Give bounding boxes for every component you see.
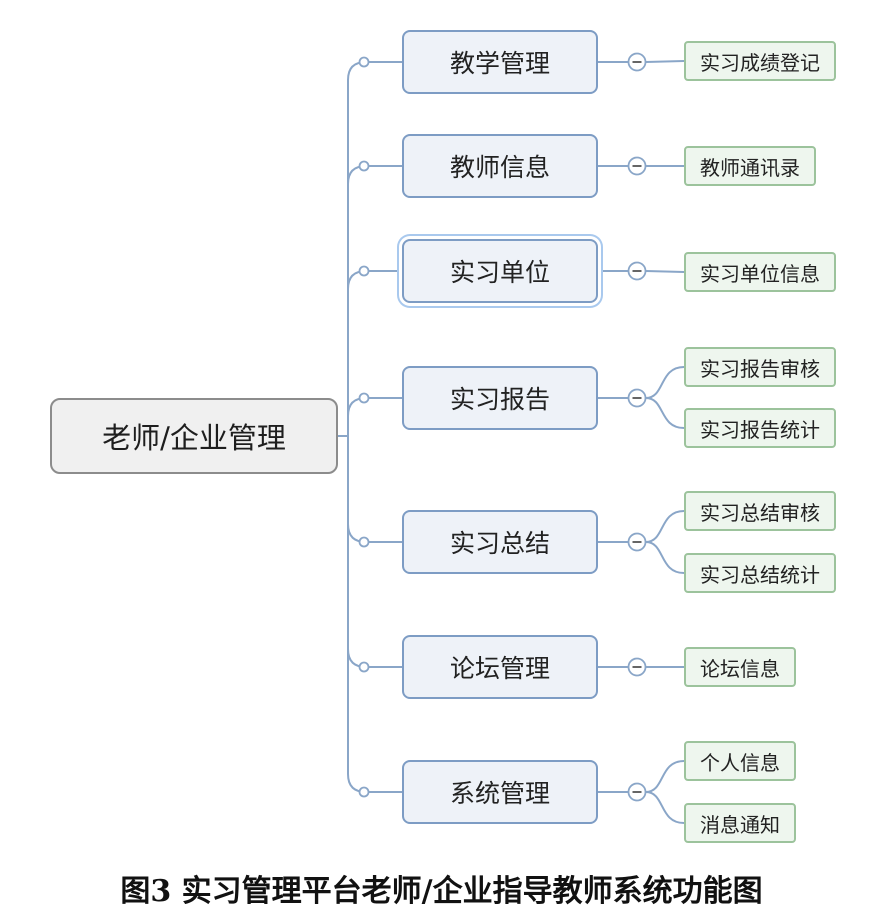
leaf-node[interactable]: 实习成绩登记: [684, 41, 836, 81]
branch-node-teacher-info[interactable]: 教师信息: [402, 134, 598, 198]
branch-connector-line: [347, 61, 402, 436]
branch-connector-line: [347, 270, 402, 436]
branch-node-internship-report[interactable]: 实习报告: [402, 366, 598, 430]
leaf-node[interactable]: 实习报告审核: [684, 347, 836, 387]
connector-dot-icon: [358, 661, 370, 673]
connector-dot-icon: [358, 56, 370, 68]
leaf-node[interactable]: 教师通讯录: [684, 146, 816, 186]
root-node[interactable]: 老师/企业管理: [50, 398, 338, 474]
connector-dot-icon: [358, 265, 370, 277]
child-connector-line: [645, 791, 685, 824]
child-connector-line: [645, 760, 685, 793]
connector-dot-icon: [358, 786, 370, 798]
branch-connector-line: [347, 436, 402, 668]
branch-node-internship-company[interactable]: 实习单位: [402, 239, 598, 303]
connector-dot-icon: [358, 392, 370, 404]
branch-connector-line: [347, 165, 402, 436]
child-connector-line: [645, 60, 685, 63]
leaf-node[interactable]: 消息通知: [684, 803, 796, 843]
leaf-node[interactable]: 论坛信息: [684, 647, 796, 687]
branch-node-internship-summary[interactable]: 实习总结: [402, 510, 598, 574]
branch-connector-line: [347, 436, 402, 543]
leaf-node[interactable]: 实习总结统计: [684, 553, 836, 593]
leaf-node[interactable]: 个人信息: [684, 741, 796, 781]
connector-dot-icon: [358, 160, 370, 172]
branch-connector-line: [347, 436, 402, 793]
branch-node-forum-management[interactable]: 论坛管理: [402, 635, 598, 699]
branch-node-teaching-management[interactable]: 教学管理: [402, 30, 598, 94]
leaf-node[interactable]: 实习总结审核: [684, 491, 836, 531]
child-connector-line: [645, 270, 685, 273]
figure-caption: 图3 实习管理平台老师/企业指导教师系统功能图: [120, 874, 763, 909]
child-connector-line: [645, 541, 685, 574]
leaf-node[interactable]: 实习报告统计: [684, 408, 836, 448]
leaf-node[interactable]: 实习单位信息: [684, 252, 836, 292]
child-connector-line: [645, 510, 685, 543]
child-connector-line: [645, 397, 685, 429]
child-connector-line: [645, 366, 685, 399]
branch-connector-line: [347, 397, 402, 436]
connector-dot-icon: [358, 536, 370, 548]
branch-node-system-management[interactable]: 系统管理: [402, 760, 598, 824]
